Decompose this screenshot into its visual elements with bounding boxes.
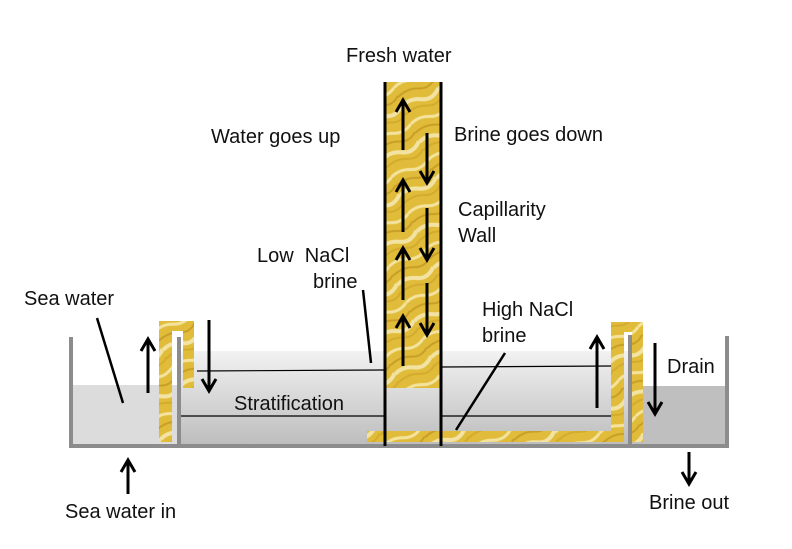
arrow-down-icon xyxy=(418,133,436,186)
high-nacl-label-line1: High NaCl xyxy=(482,299,573,321)
capillarity-wall-label-line2: Wall xyxy=(458,225,496,247)
stratification-line-upper-right xyxy=(440,365,612,368)
brine-goes-down-label: Brine goes down xyxy=(454,124,603,146)
left-siphon-down-arrow-icon xyxy=(200,320,218,394)
fresh-water-label: Fresh water xyxy=(346,45,452,67)
right-siphon-wick xyxy=(367,322,643,442)
low-nacl-label-line2: brine xyxy=(313,271,357,293)
high-nacl-leader xyxy=(454,352,507,431)
drain-water-fill xyxy=(632,386,726,445)
sea-water-in-arrow-icon xyxy=(119,457,137,494)
capillarity-wall-wick xyxy=(385,82,441,388)
right-siphon-up-arrow-icon xyxy=(588,334,606,408)
stratification-label: Stratification xyxy=(234,393,344,415)
arrow-up-icon xyxy=(394,245,412,300)
left-siphon-wick xyxy=(159,321,194,442)
brine-out-label: Brine out xyxy=(649,492,729,514)
sea-water-leader xyxy=(95,317,125,404)
water-up-arrows xyxy=(394,97,412,366)
capillarity-wall-label-line1: Capillarity xyxy=(458,199,546,221)
drain-label: Drain xyxy=(667,356,715,378)
arrow-down-icon xyxy=(418,208,436,263)
arrow-up-icon xyxy=(394,97,412,150)
tank-outline xyxy=(69,336,729,448)
left-siphon-up-arrow-icon xyxy=(139,336,157,393)
stratification-line-upper-left xyxy=(196,369,386,372)
water-goes-up-label: Water goes up xyxy=(211,126,340,148)
sea-water-label: Sea water xyxy=(24,288,114,310)
low-nacl-label-line1: Low NaCl xyxy=(257,245,349,267)
drain-down-arrow-icon xyxy=(646,343,664,417)
arrow-up-icon xyxy=(394,177,412,232)
low-nacl-leader xyxy=(361,289,373,364)
high-nacl-label-line2: brine xyxy=(482,325,526,347)
brine-out-arrow-icon xyxy=(680,452,698,487)
brine-down-arrows xyxy=(418,133,436,338)
sea-water-in-label: Sea water in xyxy=(65,501,176,523)
arrow-down-icon xyxy=(418,283,436,338)
arrow-up-icon xyxy=(394,313,412,366)
